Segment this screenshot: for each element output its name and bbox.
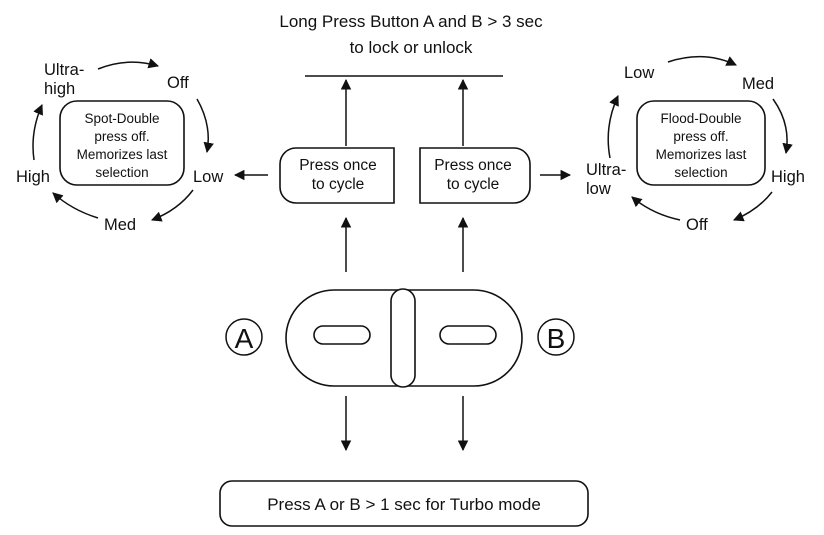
spot-mode-high: High: [16, 168, 50, 186]
flood-mode-ultra-low-2: low: [586, 180, 611, 198]
flood-arrow-off-to-ultra-low: [631, 196, 681, 221]
button-b-badge: [537, 318, 575, 356]
spot-arrow-low-to-med: [151, 189, 194, 222]
press-once-box-a: [279, 147, 395, 204]
spot-arrow-ultra-high-to-off: [97, 58, 160, 70]
button-a-letter: A: [235, 323, 254, 354]
spot-mode-ultra-high-2: high: [44, 80, 75, 98]
lock-note-line-2: to lock or unlock: [350, 38, 473, 57]
spot-mode-off: Off: [167, 74, 189, 92]
button-a-badge: [225, 318, 263, 356]
flood-mode-ultra-low-1: Ultra-: [586, 161, 626, 179]
flood-cycle-note-line-4: selection: [674, 165, 727, 180]
switch-button-b-slot[interactable]: [439, 325, 497, 345]
press-once-a-line-1: Press once: [299, 157, 377, 174]
button-b-letter: B: [547, 323, 566, 354]
press-once-b-line-2: to cycle: [447, 176, 500, 193]
flood-mode-off: Off: [686, 216, 708, 234]
flood-arrow-low-to-med: [667, 55, 737, 66]
spot-cycle-note-line-2: press off.: [94, 129, 149, 144]
flood-arrow-med-to-high: [772, 98, 793, 155]
turbo-note-box: [219, 480, 589, 527]
spot-cycle-note-line-3: Memorizes last: [77, 147, 168, 162]
flood-cycle-note-line-3: Memorizes last: [656, 147, 747, 162]
flood-mode-high: High: [771, 168, 805, 186]
spot-arrow-high-to-ultra-high: [32, 104, 43, 161]
flood-mode-med: Med: [742, 75, 774, 93]
spot-arrow-off-to-low: [196, 98, 214, 154]
spot-arrow-med-to-high: [52, 192, 99, 219]
flood-cycle-note-box: [636, 100, 766, 186]
spot-mode-med: Med: [104, 216, 136, 234]
switch-button-a-slot[interactable]: [313, 325, 371, 345]
switch-center-divider: [390, 288, 416, 388]
flood-arrow-ultra-low-to-low: [607, 95, 619, 159]
flood-arrow-high-to-off: [733, 191, 773, 222]
spot-mode-ultra-high-1: Ultra-: [44, 61, 84, 79]
spot-mode-low: Low: [193, 168, 223, 186]
press-once-a-line-2: to cycle: [312, 176, 365, 193]
flood-mode-low: Low: [624, 64, 654, 82]
flood-cycle-note-line-1: Flood-Double: [660, 111, 741, 126]
spot-cycle-note-line-1: Spot-Double: [84, 111, 159, 126]
spot-cycle-note-line-4: selection: [95, 165, 148, 180]
press-once-b-line-1: Press once: [434, 157, 512, 174]
press-once-box-b: [419, 147, 531, 204]
flood-cycle-note-line-2: press off.: [673, 129, 728, 144]
turbo-note-text: Press A or B > 1 sec for Turbo mode: [267, 495, 541, 514]
lock-note-line-1: Long Press Button A and B > 3 sec: [279, 12, 543, 31]
spot-cycle-note-box: [59, 100, 185, 186]
